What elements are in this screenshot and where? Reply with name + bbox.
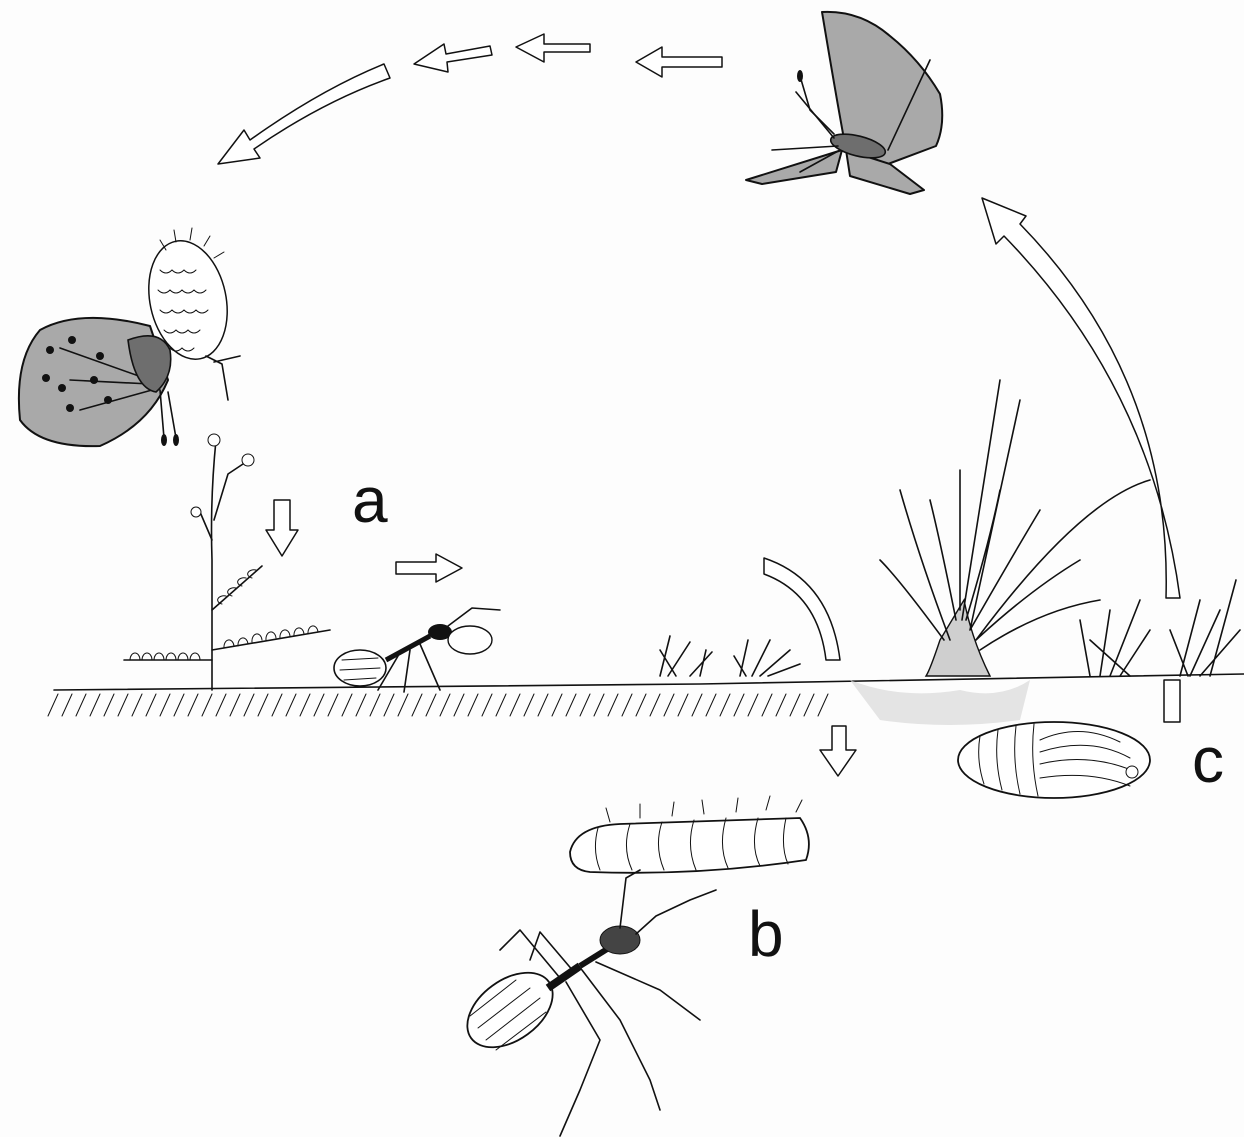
stage-label-c: c bbox=[1192, 728, 1224, 792]
butterfly-adult-flying bbox=[746, 12, 942, 194]
emergence-arrow bbox=[982, 198, 1180, 722]
stage-label-b: b bbox=[748, 902, 784, 966]
nest-arrow-curve bbox=[764, 558, 840, 660]
ant-small bbox=[334, 608, 500, 692]
flight-arrow-3 bbox=[414, 44, 492, 72]
flight-arrow-2 bbox=[516, 34, 590, 62]
flight-arrow-1 bbox=[636, 47, 722, 77]
emergence-arrow-tail bbox=[1164, 680, 1180, 722]
larva-to-ant-arrow bbox=[396, 554, 462, 582]
grass bbox=[660, 380, 1240, 676]
nest-arrow-head bbox=[820, 726, 856, 776]
nest-arrow bbox=[764, 558, 856, 776]
pupa bbox=[958, 722, 1150, 798]
butterfly-egg-laying bbox=[19, 318, 179, 446]
stage-label-a: a bbox=[352, 468, 388, 532]
host-plant bbox=[124, 434, 330, 690]
ground bbox=[48, 674, 1244, 725]
flight-arrows bbox=[218, 34, 722, 164]
emergence-arrow-shaft bbox=[982, 198, 1180, 598]
ant-large bbox=[454, 870, 716, 1136]
egg-drop-arrow bbox=[266, 500, 298, 556]
caterpillar bbox=[570, 796, 809, 873]
flight-arrow-4 bbox=[218, 64, 390, 164]
